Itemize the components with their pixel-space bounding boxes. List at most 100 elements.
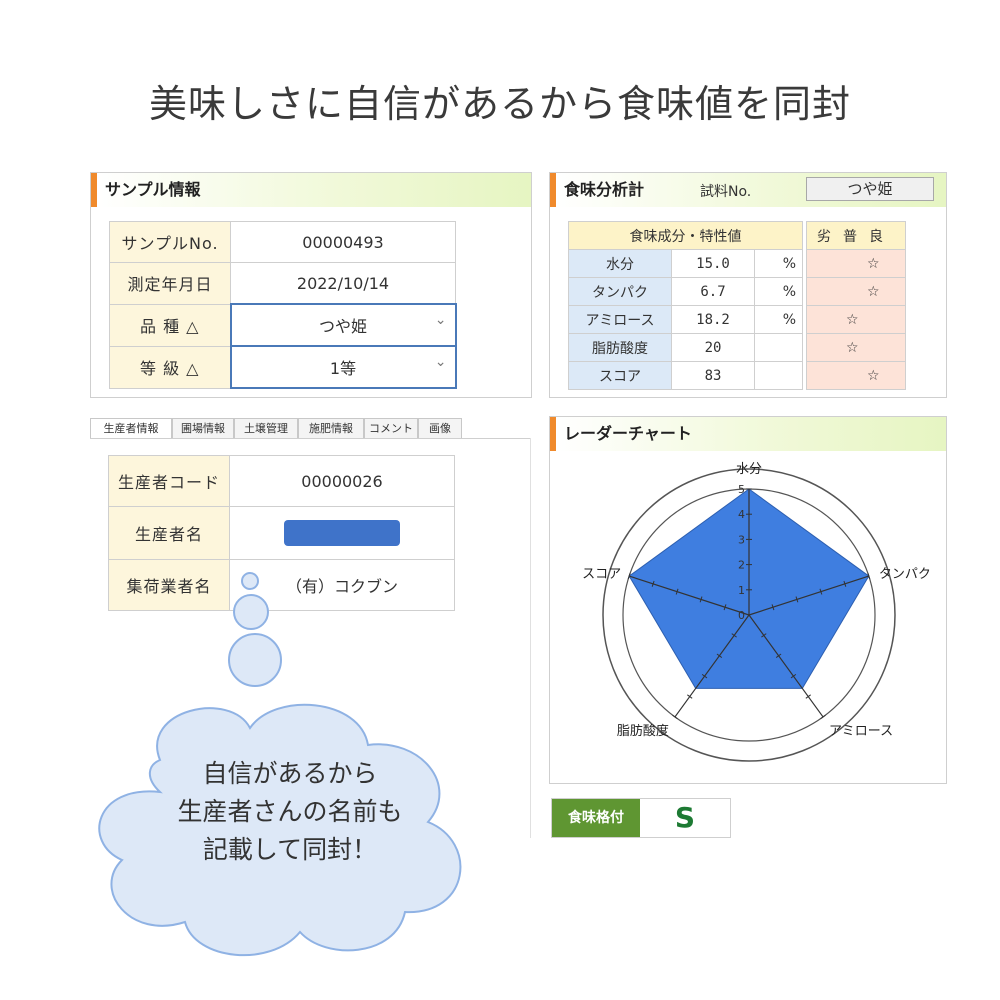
star-icon: ☆ bbox=[867, 367, 880, 384]
table-row: 集荷業者名 （有）コクブン bbox=[108, 559, 455, 611]
table-row: 等 級 △ 1等 ⌄ bbox=[109, 345, 457, 389]
radar-tick-mark bbox=[701, 673, 708, 679]
producer-name-value bbox=[229, 506, 455, 560]
table-row: スコア 83 bbox=[568, 361, 803, 390]
score-label: 食味格付 bbox=[552, 799, 640, 837]
collector-value: （有）コクブン bbox=[229, 559, 455, 611]
bubble-cloud bbox=[98, 703, 462, 957]
variety-select[interactable]: つや姫 ⌄ bbox=[229, 303, 457, 347]
radar-tick-mark bbox=[675, 588, 679, 595]
radar-tick-mark bbox=[805, 694, 811, 699]
amylose-unit: % bbox=[754, 305, 803, 334]
analysis-heading-text: 食味分析計 bbox=[564, 180, 645, 199]
radar-tick-mark bbox=[699, 596, 703, 603]
grade-header: 劣普良 bbox=[806, 221, 906, 250]
collector-label: 集荷業者名 bbox=[108, 559, 230, 611]
grade-cell: ☆ bbox=[806, 361, 906, 390]
radar-tick-mark bbox=[819, 588, 823, 595]
producer-name-redaction bbox=[284, 520, 400, 546]
table-row: 生産者名 bbox=[108, 506, 455, 560]
analysis-panel: 食味分析計 試料No. つや姫 食味成分・特性値 水分 15.0 % タンパク … bbox=[549, 172, 947, 398]
table-row: ☆ bbox=[806, 249, 906, 278]
callout-line: 自信があるから bbox=[202, 759, 378, 788]
grade-select[interactable]: 1等 ⌄ bbox=[229, 345, 457, 389]
radar-tick-mark bbox=[651, 580, 655, 587]
radar-tick-label: 4 bbox=[738, 508, 745, 521]
radar-tick-mark bbox=[687, 694, 693, 699]
measure-date-label: 測定年月日 bbox=[109, 262, 231, 305]
tab-soil-management[interactable]: 土壌管理 bbox=[234, 418, 298, 438]
radar-tick-mark bbox=[775, 653, 782, 658]
radar-axis-label: 水分 bbox=[736, 462, 762, 477]
producer-code-label: 生産者コード bbox=[108, 455, 230, 507]
table-row: 生産者コード 00000026 bbox=[108, 455, 455, 507]
table-row: ☆ bbox=[806, 333, 906, 362]
table-row: 食味成分・特性値 bbox=[568, 221, 803, 250]
table-row: 水分 15.0 % bbox=[568, 249, 803, 278]
table-row: ☆ bbox=[806, 361, 906, 390]
page-title: 美味しさに自信があるから食味値を同封 bbox=[148, 82, 851, 126]
grade-cell: ☆ bbox=[806, 333, 906, 362]
bubble-dot-medium bbox=[233, 594, 269, 630]
chevron-down-icon: ⌄ bbox=[434, 354, 447, 370]
radar-tick-mark bbox=[795, 596, 799, 603]
radar-axis-label: アミロース bbox=[829, 724, 893, 739]
amylose-label: アミロース bbox=[568, 305, 672, 334]
tab-field-info[interactable]: 圃場情報 bbox=[172, 418, 234, 438]
tab-comment[interactable]: コメント bbox=[364, 418, 418, 438]
callout-text: 自信があるから 生産者さんの名前も 記載して同封！ bbox=[100, 755, 480, 869]
moisture-label: 水分 bbox=[568, 249, 672, 278]
variety-label: 品 種 △ bbox=[109, 303, 231, 347]
radar-axis-line bbox=[674, 614, 750, 718]
radar-axis-label: スコア bbox=[582, 567, 621, 582]
producer-code-value: 00000026 bbox=[229, 455, 455, 507]
thought-bubble bbox=[98, 572, 462, 957]
tab-fertilizer-info[interactable]: 施肥情報 bbox=[298, 418, 364, 438]
tab-image[interactable]: 画像 bbox=[418, 418, 462, 438]
grade-cell: ☆ bbox=[806, 249, 906, 278]
table-row: ☆ bbox=[806, 277, 906, 306]
protein-label: タンパク bbox=[568, 277, 672, 306]
radar-tick-mark bbox=[761, 633, 767, 638]
grade-label: 等 級 △ bbox=[109, 345, 231, 389]
star-icon: ☆ bbox=[846, 339, 859, 356]
table-row: 品 種 △ つや姫 ⌄ bbox=[109, 303, 457, 347]
radar-tick-mark bbox=[627, 573, 631, 580]
sample-number-field[interactable]: つや姫 bbox=[806, 177, 934, 201]
radar-heading: レーダーチャート bbox=[550, 417, 946, 451]
chevron-down-icon: ⌄ bbox=[434, 312, 447, 328]
table-row: ☆ bbox=[806, 305, 906, 334]
radar-tick-mark bbox=[716, 653, 723, 658]
star-icon: ☆ bbox=[867, 255, 880, 272]
sample-no-label: サンプルNo. bbox=[109, 221, 231, 263]
moisture-unit: % bbox=[754, 249, 803, 278]
sample-info-heading: サンプル情報 bbox=[91, 173, 531, 207]
variety-select-value: つや姫 bbox=[318, 317, 367, 336]
table-row: サンプルNo. 00000493 bbox=[109, 221, 456, 263]
analysis-column-header: 食味成分・特性値 bbox=[568, 221, 803, 250]
producer-name-label: 生産者名 bbox=[108, 506, 230, 560]
radar-outer-circle bbox=[602, 468, 896, 762]
radar-tick-label: 2 bbox=[738, 559, 745, 572]
table-row: アミロース 18.2 % bbox=[568, 305, 803, 334]
radar-tick-mark bbox=[771, 604, 775, 611]
table-row: タンパク 6.7 % bbox=[568, 277, 803, 306]
protein-value: 6.7 bbox=[671, 277, 755, 306]
radar-tick-mark bbox=[843, 580, 847, 587]
grade-cell: ☆ bbox=[806, 305, 906, 334]
score-label-cell: スコア bbox=[568, 361, 672, 390]
sample-info-table: サンプルNo. 00000493 測定年月日 2022/10/14 品 種 △ … bbox=[109, 221, 457, 389]
callout-line: 生産者さんの名前も bbox=[177, 797, 403, 826]
radar-tick-label: 0 bbox=[738, 609, 745, 622]
radar-tick-mark bbox=[731, 633, 737, 638]
radar-axis-line bbox=[748, 614, 824, 718]
tab-producer-info[interactable]: 生産者情報 bbox=[90, 418, 172, 439]
producer-table: 生産者コード 00000026 生産者名 集荷業者名 （有）コクブン bbox=[108, 455, 455, 611]
radar-axis-line bbox=[748, 575, 870, 616]
radar-tick-mark bbox=[790, 673, 797, 679]
star-icon: ☆ bbox=[867, 283, 880, 300]
protein-unit: % bbox=[754, 277, 803, 306]
radar-tick-mark bbox=[820, 714, 826, 720]
